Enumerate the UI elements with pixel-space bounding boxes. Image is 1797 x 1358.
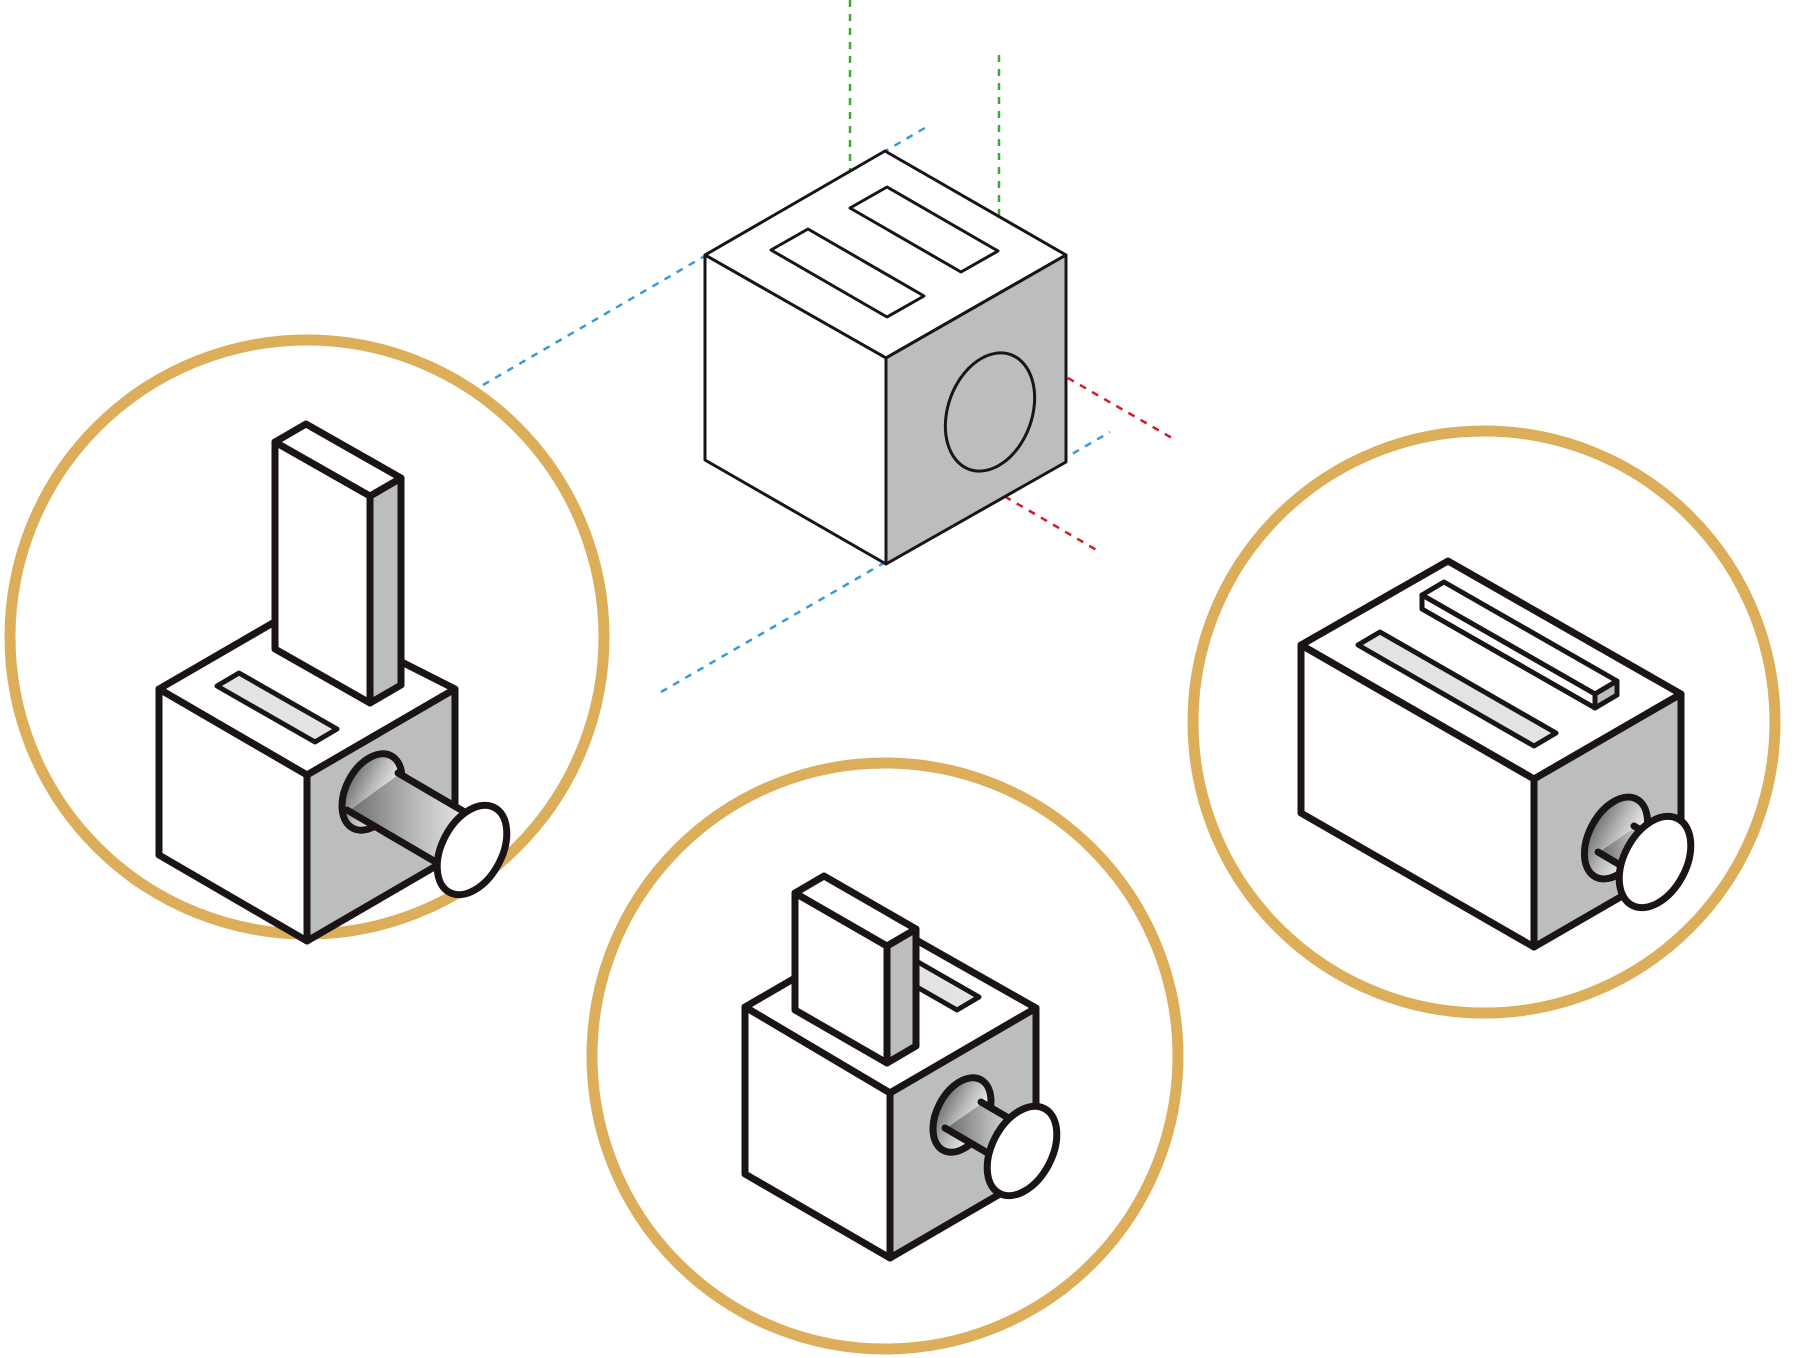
slot-bar-front (1419, 592, 1598, 711)
frame-ring-right (1187, 425, 1781, 1019)
cylinder-edge-bottom (343, 806, 450, 872)
bar-side-face (366, 474, 405, 707)
reference-slot-left (769, 227, 926, 319)
bar-top-face (791, 872, 920, 950)
cylinder-front-cap (983, 1102, 1061, 1200)
slot-opening-front (1355, 629, 1559, 749)
bar-side-face (883, 925, 920, 1067)
variant-short-bar (741, 872, 1061, 1262)
bar-top-face (271, 420, 405, 500)
cylinder-front-cap (1615, 812, 1695, 912)
reference-slot-right (848, 185, 1000, 274)
slot-opening (214, 670, 340, 745)
reference-block (482, 0, 1173, 694)
cylinder-front-cap (433, 801, 511, 899)
variant-tall-bar (155, 420, 511, 945)
reference-side-hole (943, 351, 1037, 473)
blue-guide-bottom (660, 430, 1111, 694)
frame-ring-bottom (586, 757, 1184, 1355)
variant-toaster (1297, 557, 1695, 951)
